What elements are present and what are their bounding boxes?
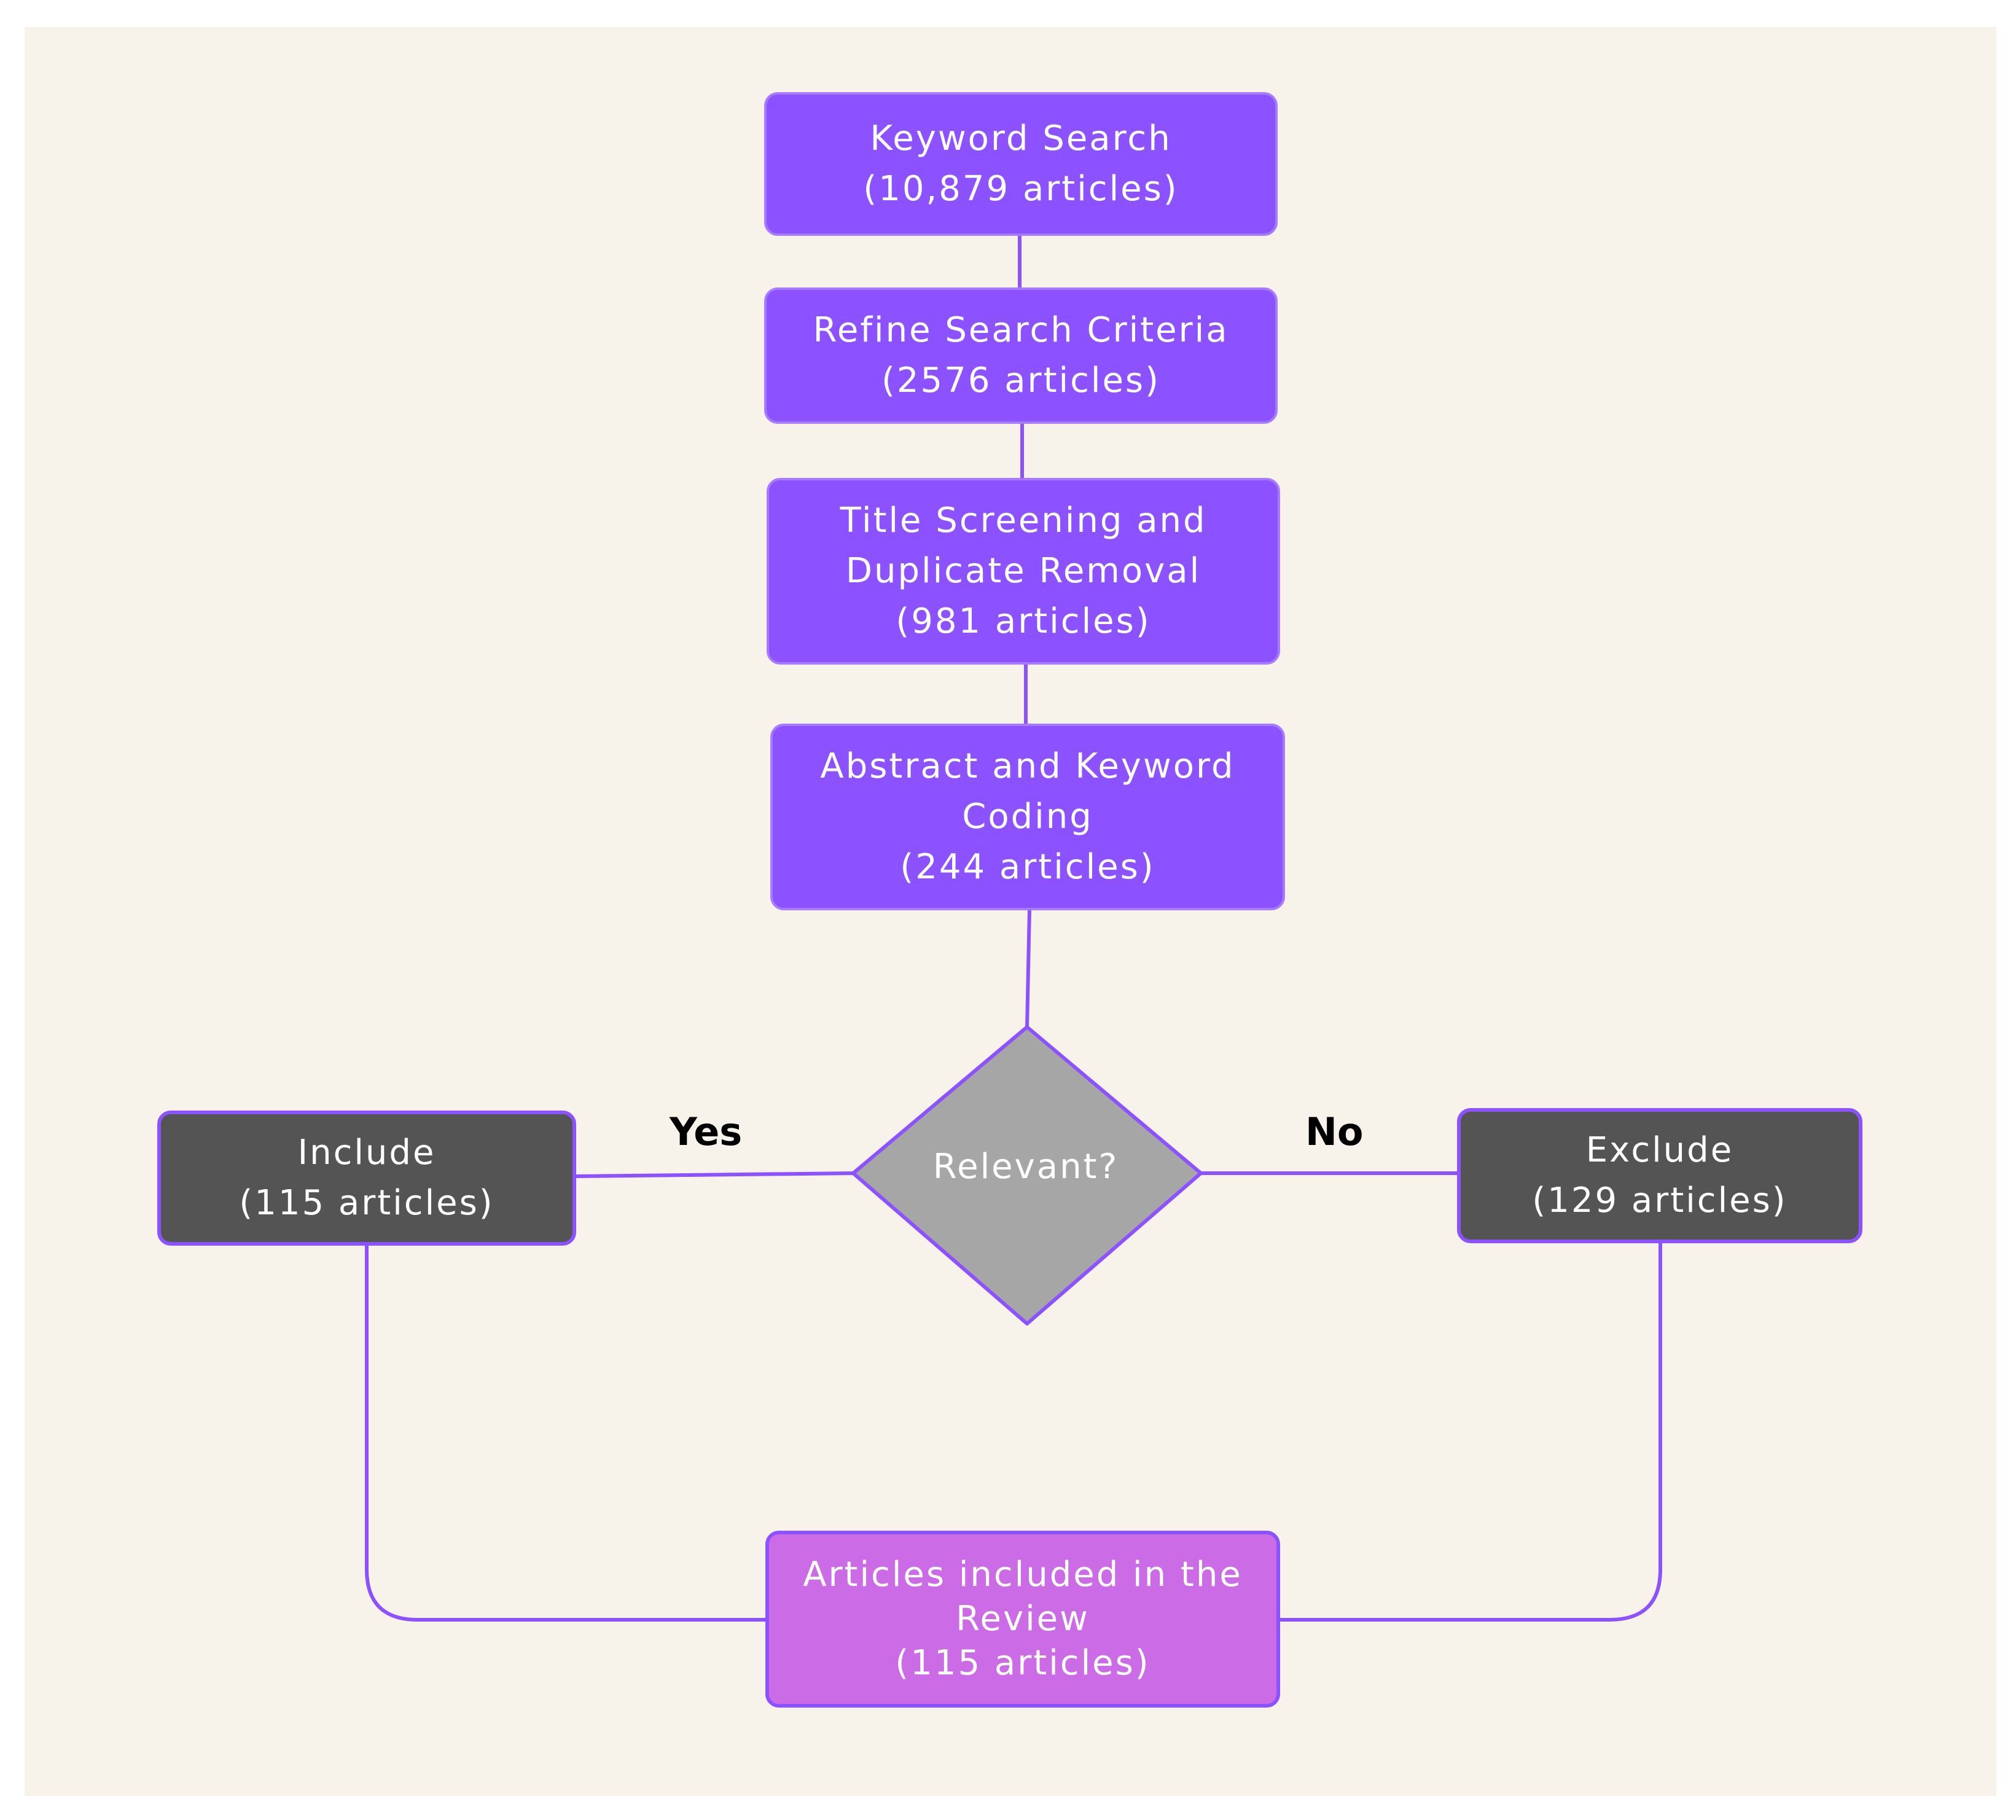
refine-search-box: Refine Search Criteria (2576 articles) <box>764 287 1278 424</box>
abstract-coding-line2: Coding <box>962 797 1093 837</box>
abstract-coding-count: (244 articles) <box>900 847 1155 887</box>
include-box: Include (115 articles) <box>157 1111 576 1246</box>
decision-diamond <box>851 1025 1203 1326</box>
connector-include-to-final <box>365 1244 767 1622</box>
exclude-box: Exclude (129 articles) <box>1457 1108 1862 1243</box>
title-screening-line2: Duplicate Removal <box>845 551 1201 591</box>
title-screening-line1: Title Screening and <box>840 501 1207 541</box>
title-screening-count: (981 articles) <box>896 601 1151 641</box>
yes-label: Yes <box>670 1109 743 1154</box>
connector-exclude-to-final <box>1279 1242 1662 1622</box>
exclude-count: (129 articles) <box>1532 1181 1787 1220</box>
connector-decision-to-include <box>574 1171 854 1178</box>
keyword-search-count: (10,879 articles) <box>863 169 1179 209</box>
title-screening-box: Title Screening and Duplicate Removal (9… <box>767 478 1280 665</box>
final-review-count: (115 articles) <box>895 1643 1151 1683</box>
include-count: (115 articles) <box>239 1183 494 1223</box>
final-review-box: Articles included in the Review (115 art… <box>765 1531 1280 1708</box>
keyword-search-title: Keyword Search <box>870 119 1172 158</box>
final-review-line1: Articles included in the <box>803 1555 1243 1595</box>
abstract-coding-box: Abstract and Keyword Coding (244 article… <box>770 724 1285 910</box>
abstract-coding-line1: Abstract and Keyword <box>820 746 1235 786</box>
connector-abstract-to-decision <box>1025 908 1031 1028</box>
refine-search-count: (2576 articles) <box>881 361 1160 400</box>
include-title: Include <box>297 1133 436 1173</box>
keyword-search-box: Keyword Search (10,879 articles) <box>764 92 1278 236</box>
no-label: No <box>1305 1109 1364 1154</box>
refine-search-title: Refine Search Criteria <box>813 310 1229 350</box>
final-review-line2: Review <box>956 1599 1090 1639</box>
decision-label: Relevant? <box>932 1147 1119 1187</box>
exclude-title: Exclude <box>1585 1130 1734 1170</box>
